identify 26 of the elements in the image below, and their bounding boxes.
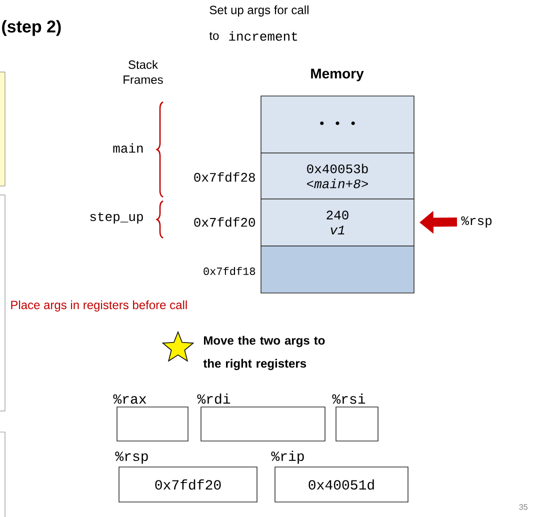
memory-cell: 240 v1 — [260, 198, 414, 246]
register-name: %rsp — [115, 452, 148, 464]
label-text: 0x7fdf20 — [194, 217, 255, 227]
label-text: Stack Frames — [124, 60, 163, 84]
label-text: Place args in registers before call — [11, 300, 187, 312]
memory-cell: • • • — [260, 96, 414, 154]
register-box: 0x7fdf20 — [118, 466, 258, 502]
register-name: %rdi — [197, 393, 230, 404]
register-name: %rip — [271, 450, 304, 464]
label-text: step_up — [90, 212, 143, 224]
register-name: %rsi — [332, 394, 366, 404]
label-text: increment — [229, 31, 298, 41]
label-text: Set up args for call — [210, 5, 308, 17]
label-text: 35 — [519, 504, 528, 510]
register-name: %rax — [113, 394, 146, 404]
register-box: 0x40051d — [274, 466, 408, 502]
register-pointer-label: %rsp — [461, 216, 492, 228]
memory-cell — [260, 246, 414, 294]
label-text: Memory — [311, 68, 364, 82]
label-text: main — [113, 143, 143, 153]
label-text: (step 2) — [2, 20, 61, 36]
label-text: 0x7fdf18 — [204, 266, 256, 276]
label-text: to — [209, 32, 219, 40]
label-text: 0x7fdf28 — [194, 172, 255, 182]
memory-cell: 0x40053b <main+8> — [260, 152, 414, 200]
label-text: Move the two args to the right registers — [203, 336, 325, 370]
